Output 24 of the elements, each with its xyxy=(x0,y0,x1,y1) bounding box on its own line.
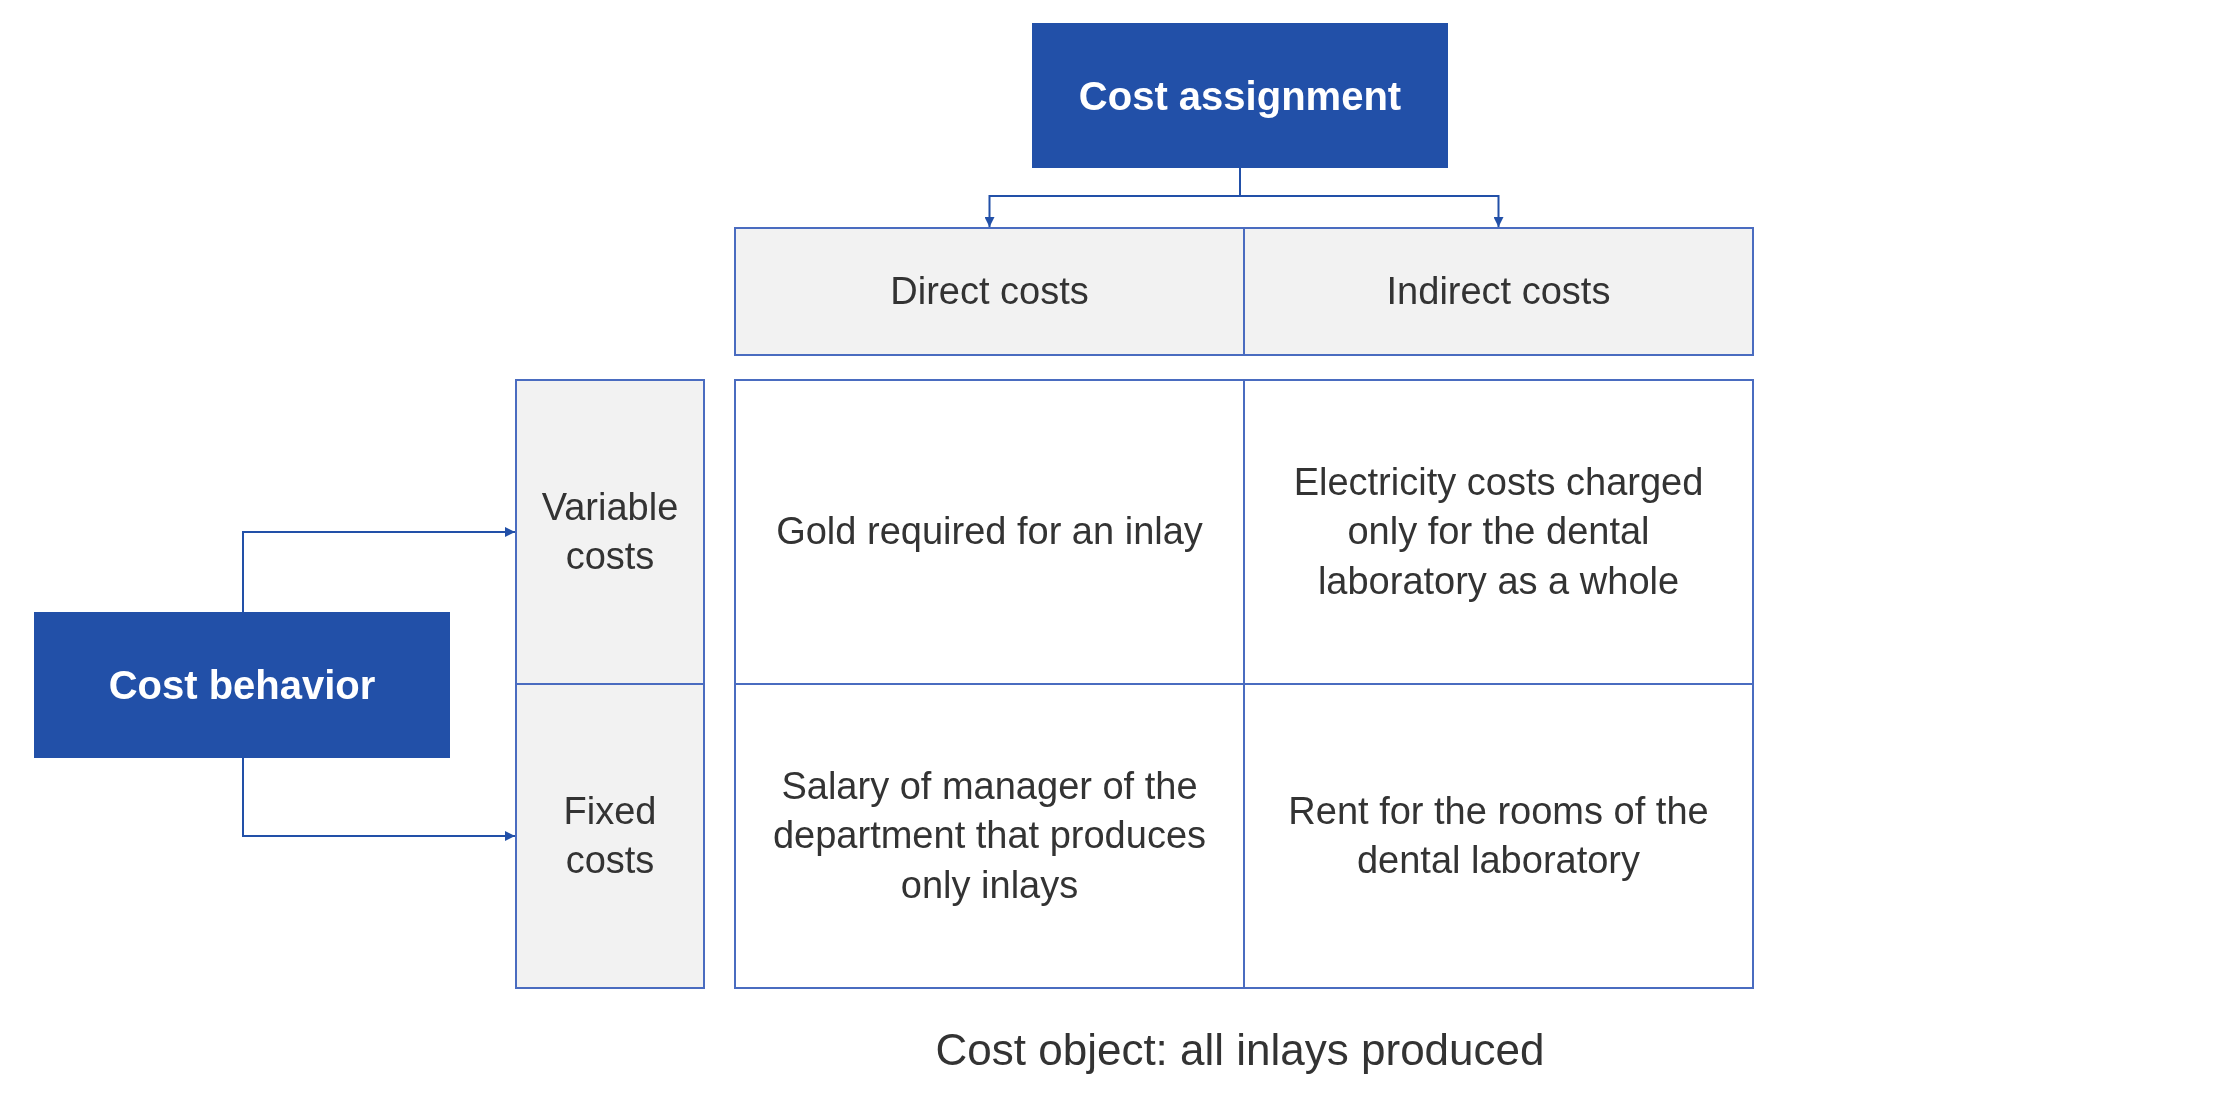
table-cell xyxy=(1243,683,1754,989)
heading-box xyxy=(34,612,450,758)
header-cell xyxy=(734,227,1245,356)
header-text: Direct costs xyxy=(890,268,1089,314)
cell-text: Gold required for an inlay xyxy=(776,509,1203,555)
arrow xyxy=(242,757,516,841)
arrow xyxy=(1239,167,1504,228)
table-cell xyxy=(734,683,1245,989)
cell-text: Rent for the rooms of the dental laboratory xyxy=(1287,788,1710,883)
cell-text: Electricity costs charged only for the dental laboratory as a whole xyxy=(1292,459,1705,604)
cell-text: Salary of manager of the department that produces only inlays xyxy=(771,763,1208,908)
arrow xyxy=(242,527,516,613)
heading-box xyxy=(1032,23,1448,168)
heading-text: Cost assignment xyxy=(1078,72,1402,120)
table-cell xyxy=(734,379,1245,685)
caption: Cost object: all inlays produced xyxy=(934,1025,1546,1075)
header-text: Variable costs xyxy=(540,484,680,579)
header-text: Indirect costs xyxy=(1386,268,1611,314)
header-cell xyxy=(1243,227,1754,356)
heading-text: Cost behavior xyxy=(108,662,376,709)
table-cell xyxy=(1243,379,1754,685)
header-text: Fixed costs xyxy=(562,788,658,883)
header-cell xyxy=(515,683,705,989)
header-cell xyxy=(515,379,705,685)
